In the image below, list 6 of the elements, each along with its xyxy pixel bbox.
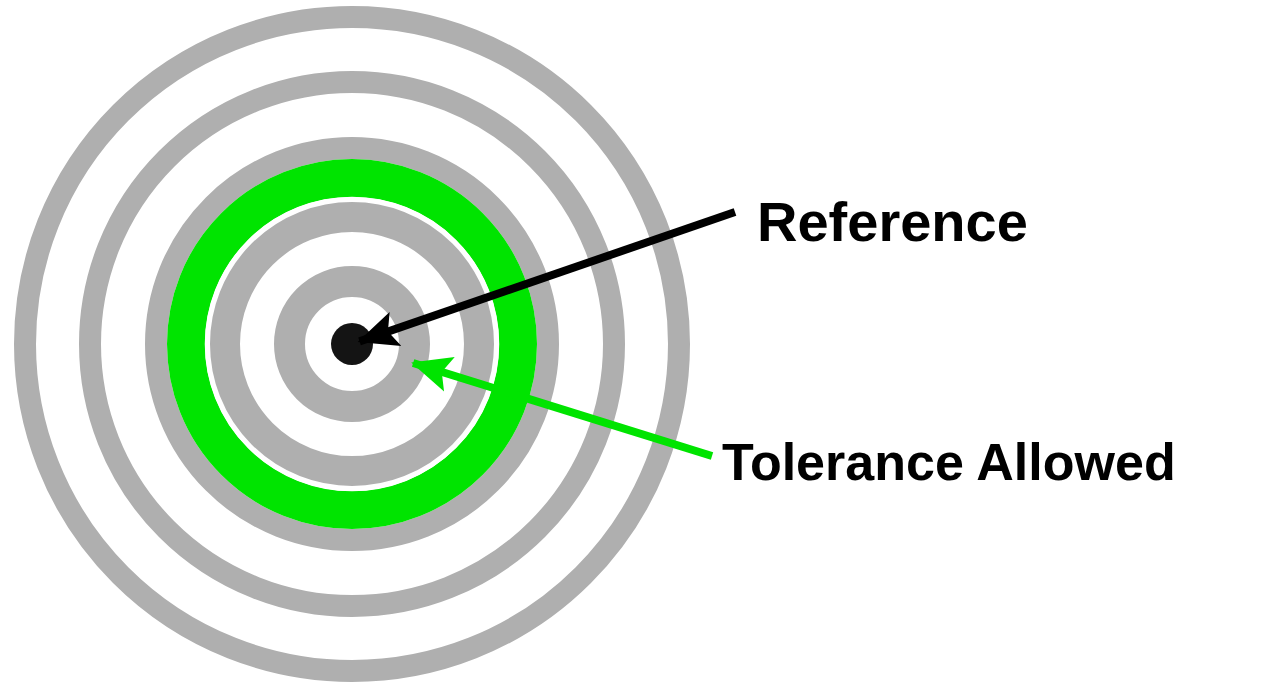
arrow: [357, 208, 737, 347]
target-ring: [274, 266, 430, 422]
callout-label: Tolerance Allowed: [722, 433, 1176, 493]
callout-label: Reference: [757, 190, 1028, 255]
arrow: [411, 357, 714, 460]
center-dot: [331, 323, 373, 365]
